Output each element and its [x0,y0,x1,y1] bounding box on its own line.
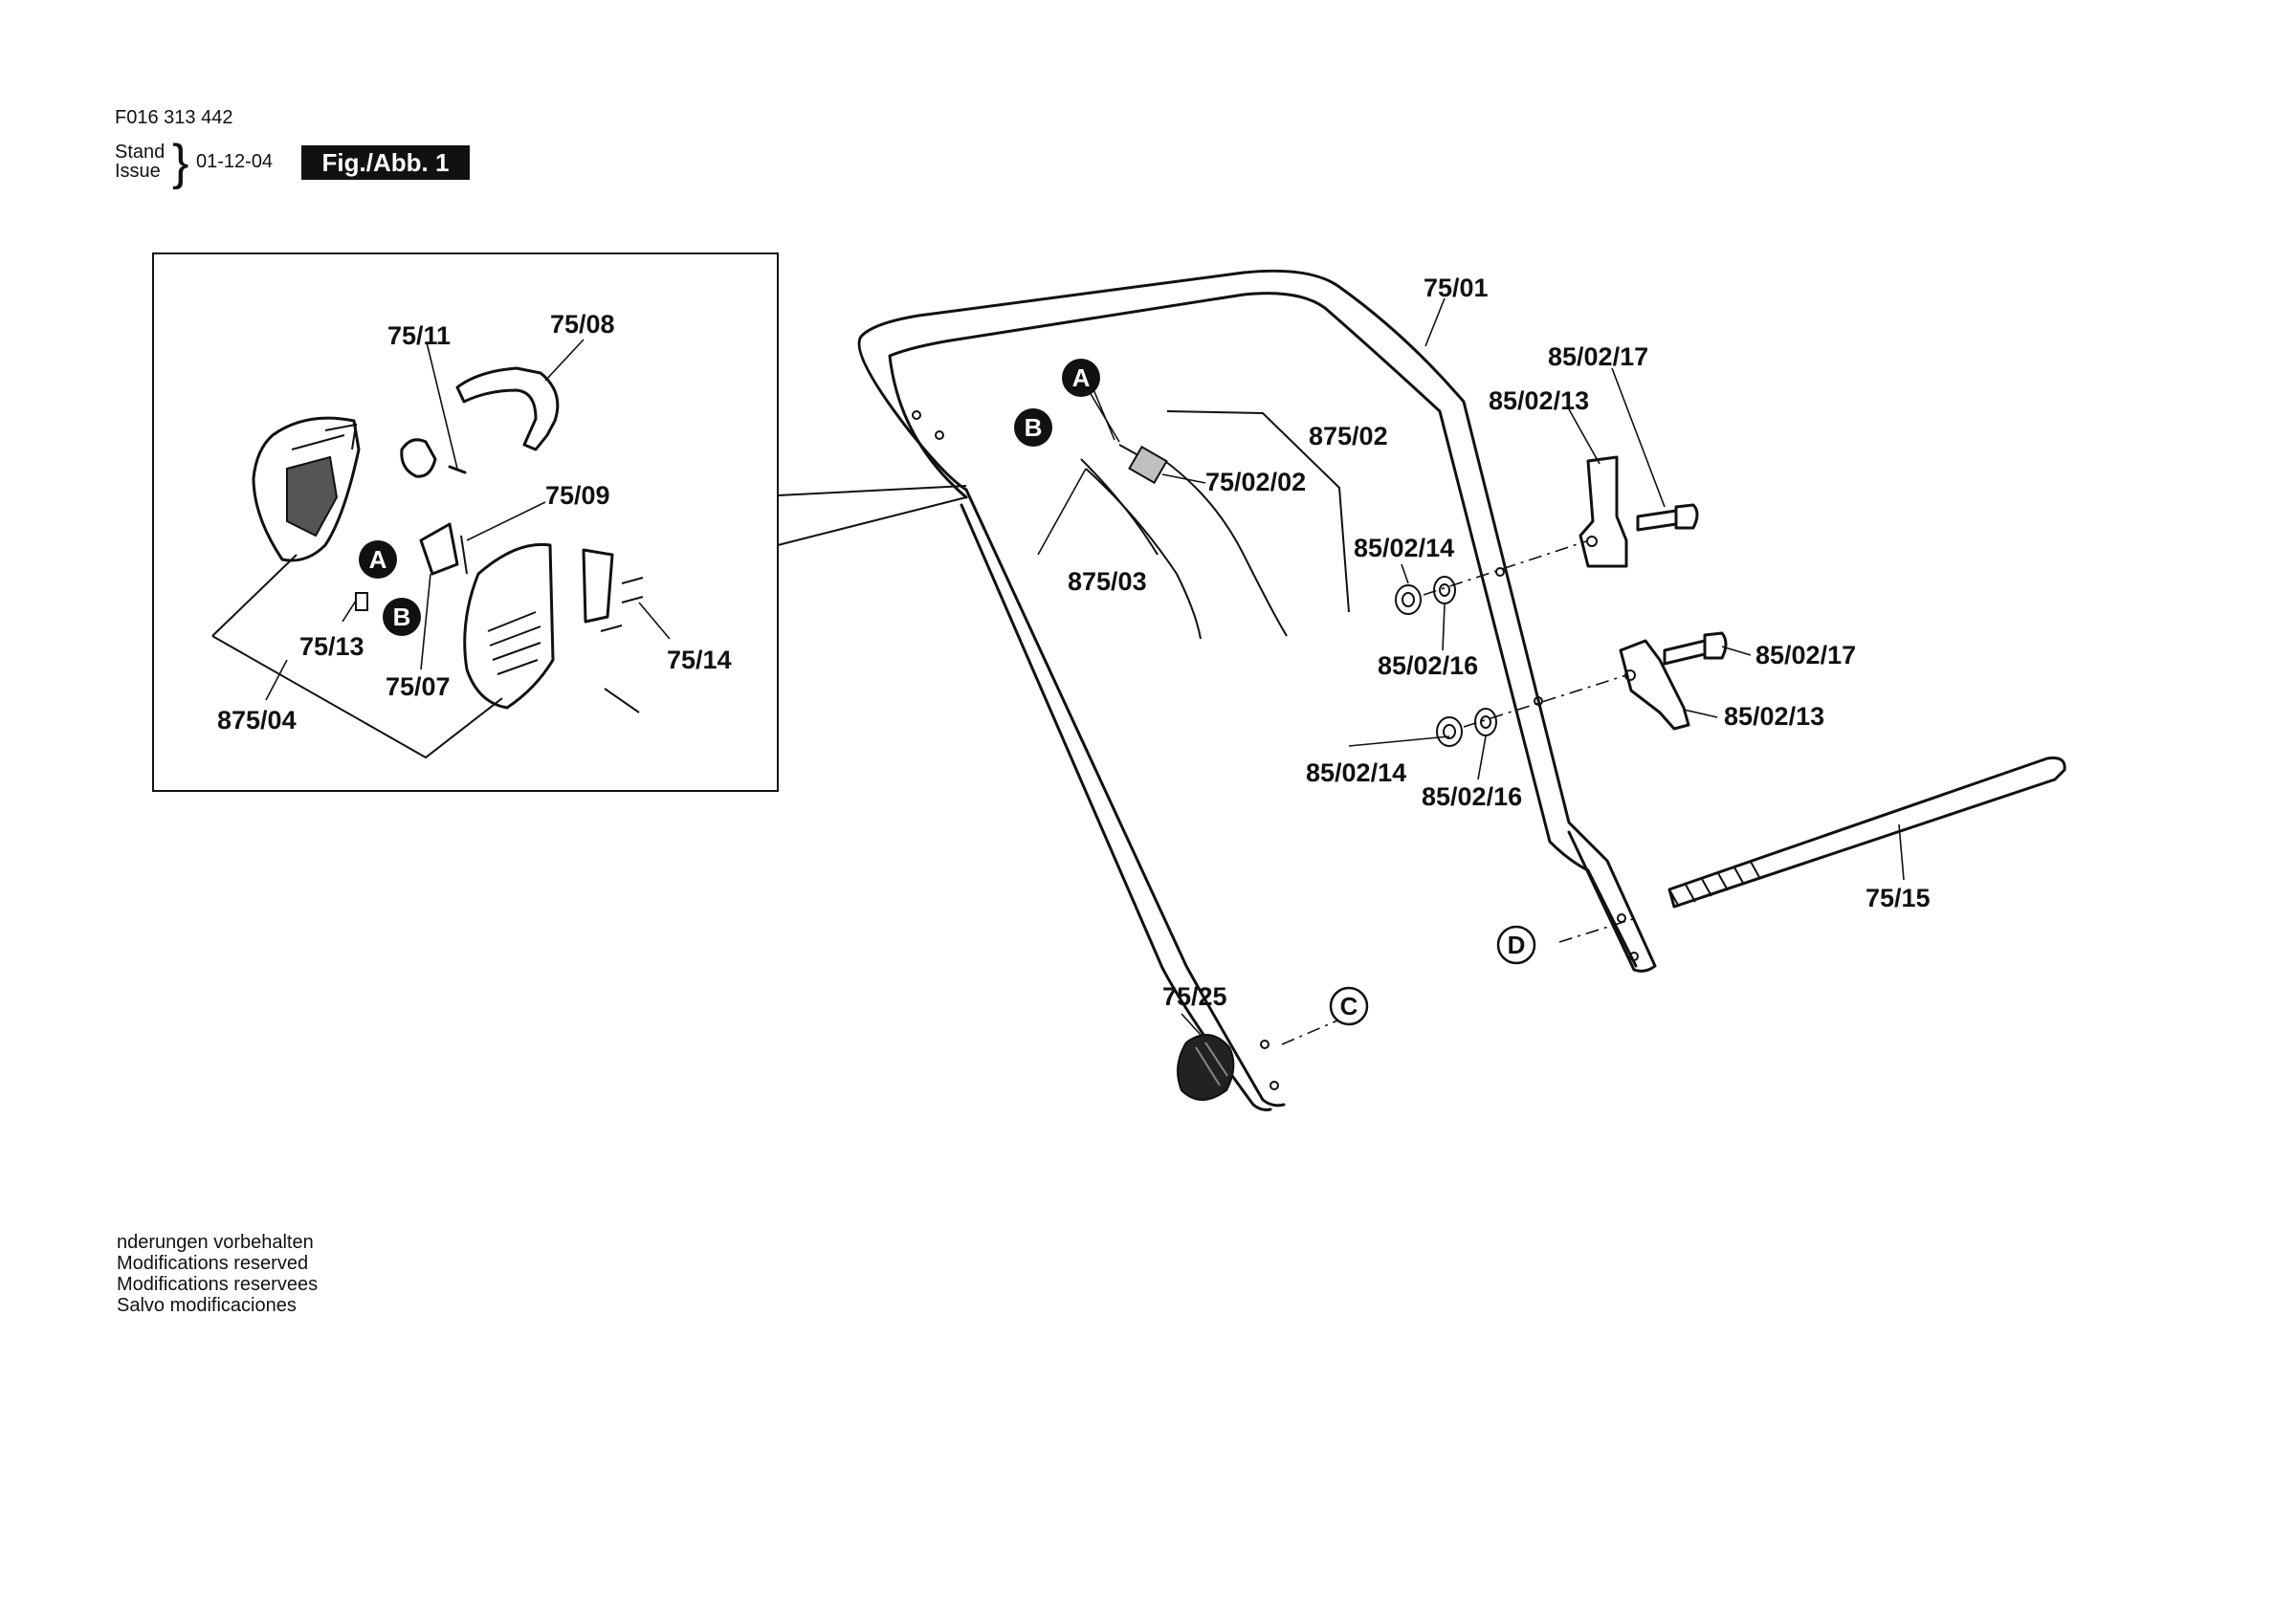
inset-leader-left [211,554,298,637]
label-875-02: 875/02 [1309,422,1388,450]
svg-text:C: C [1340,992,1358,1020]
notice-line-en: Modifications reserved [117,1253,309,1274]
pin-75-13 [355,592,368,611]
label-75-25: 75/25 [1162,982,1227,1011]
bolt-upper [1636,503,1699,532]
label-75-09: 75/09 [545,481,610,510]
label-85-02-13-upper: 85/02/13 [1489,386,1589,415]
label-85-02-14-lower: 85/02/14 [1306,758,1406,787]
label-75-01: 75/01 [1424,274,1489,302]
switch-housing-left [252,416,361,562]
bracket-75-14 [582,548,644,713]
clamp-lever-lower [1619,639,1690,731]
label-75-14: 75/14 [667,646,732,674]
clamp-lever-upper [1578,455,1628,568]
switch-cap-75-11 [400,438,467,478]
issue-date: 01-12-04 [196,151,274,172]
callout-b-main: B [1014,408,1052,447]
washer-lower-85-02-16 [1474,708,1497,736]
callout-d: D [1496,925,1536,965]
switch-contact-75-09 [419,522,468,576]
label-75-07: 75/07 [386,672,451,701]
label-75-02-02: 75/02/02 [1205,468,1306,496]
svg-text:B: B [1025,413,1043,442]
svg-text:B: B [393,603,411,631]
handle-frame [857,269,1657,1111]
knob-75-25 [1177,1034,1235,1101]
svg-text:D: D [1508,931,1526,959]
label-85-02-13-lower: 85/02/13 [1724,702,1824,731]
figure-badge: Fig./Abb. 1 [301,145,470,180]
nut-lower-85-02-14 [1436,716,1463,747]
nut-upper-85-02-14 [1395,584,1422,615]
cable-connector-75-02-02 [1118,444,1206,485]
callout-a-inset: A [359,540,397,579]
callout-a-main: A [1062,359,1100,397]
label-875-03: 875/03 [1068,567,1147,596]
cross-bar-75-15 [1667,757,2066,909]
svg-text:A: A [369,545,387,574]
label-85-02-14-upper: 85/02/14 [1354,534,1454,562]
label-75-08: 75/08 [550,310,615,339]
switch-housing-right-75-07 [463,542,555,710]
leader-lines [265,297,1905,1036]
label-85-02-16-upper: 85/02/16 [1378,651,1478,680]
washer-upper-85-02-16 [1433,576,1456,604]
inset-connector-bottom [777,496,967,546]
inset-leader-bottom [211,635,503,759]
stand-label: Stand [115,142,166,163]
label-75-13: 75/13 [299,632,364,661]
callout-b-inset: B [383,598,421,636]
notice-line-fr: Modifications reservees [117,1274,319,1295]
bolt-lower [1663,631,1728,666]
switch-lever-75-08 [455,366,560,451]
modifications-notice: nderungen vorbehalten Modifications rese… [117,1232,318,1316]
label-875-04: 875/04 [217,706,297,735]
cable-875-02 [1161,410,1350,637]
svg-text:A: A [1072,363,1091,392]
notice-line-es: Salvo modificaciones [117,1295,297,1316]
callout-c: C [1329,986,1369,1026]
label-85-02-17-upper: 85/02/17 [1548,342,1648,371]
label-75-11: 75/11 [387,321,451,350]
document-number: F016 313 442 [115,107,233,128]
notice-line-de: nderungen vorbehalten [117,1232,314,1253]
label-85-02-16-lower: 85/02/16 [1422,782,1522,811]
inset-connector-top [777,485,967,496]
label-75-15: 75/15 [1866,884,1931,912]
brace-icon: } [172,135,189,190]
label-85-02-17-lower: 85/02/17 [1755,641,1856,669]
issue-label: Issue [115,161,161,182]
detail-inset-box [152,252,779,792]
cable-875-03 [1080,458,1202,640]
